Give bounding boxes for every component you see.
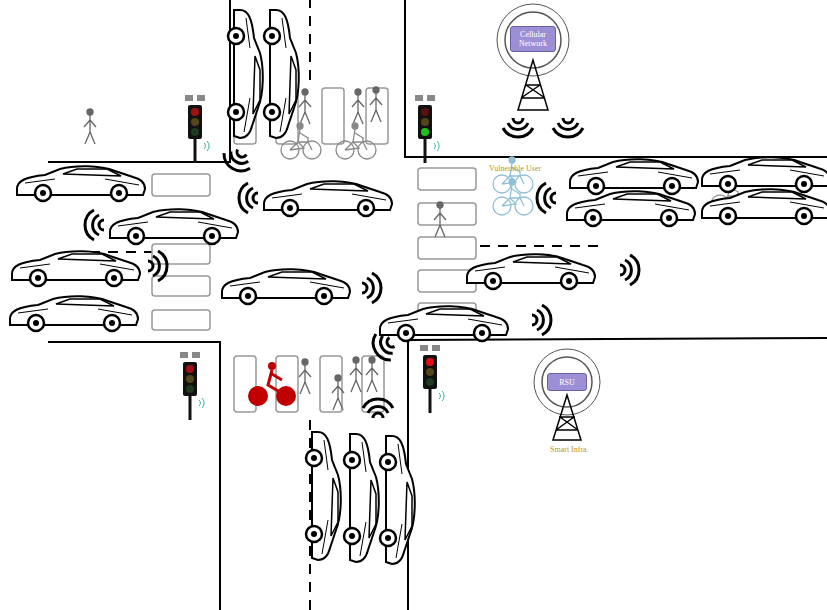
red-cyclist <box>248 362 296 406</box>
signal-wave <box>532 305 551 335</box>
pedestrian <box>370 87 382 122</box>
car <box>12 251 140 286</box>
signal-wave <box>239 183 258 213</box>
signal-wave <box>362 273 381 303</box>
pedestrian <box>366 357 378 392</box>
tower-label-box: Cellular Network <box>510 26 556 52</box>
traffic-light <box>185 95 209 163</box>
pedestrian <box>352 89 364 124</box>
car <box>380 306 508 341</box>
lane-dashes <box>90 0 600 610</box>
traffic-light <box>420 345 444 413</box>
signal-wave <box>368 329 399 364</box>
cellular-tower <box>497 4 569 110</box>
car <box>10 296 138 331</box>
car <box>380 436 415 564</box>
signal-wave <box>148 251 167 281</box>
pedestrian <box>84 109 96 144</box>
scene-label: Vulnerable User <box>489 164 541 173</box>
car <box>702 157 827 192</box>
node-text: Cellular Network <box>512 30 554 48</box>
traffic-light <box>180 352 204 420</box>
car <box>567 191 695 226</box>
car <box>17 166 145 201</box>
car <box>222 269 350 304</box>
car <box>110 209 238 244</box>
vulnerable-cyclist <box>493 157 533 193</box>
signal-wave <box>553 118 583 137</box>
signal-wave <box>503 118 533 137</box>
pedestrian <box>434 202 446 237</box>
car <box>702 189 827 224</box>
car <box>264 10 299 138</box>
scene-label: Smart Infra. <box>550 445 589 454</box>
road-edges <box>48 0 827 610</box>
car <box>306 432 341 560</box>
car <box>344 434 379 562</box>
signal-wave <box>537 183 556 213</box>
crosswalk <box>152 88 476 412</box>
pedestrian <box>350 357 362 392</box>
signal-wave <box>363 399 393 418</box>
car <box>570 159 698 194</box>
car <box>228 10 263 138</box>
cyclist <box>336 123 376 159</box>
signal-wave <box>620 255 639 285</box>
pedestrian <box>332 375 344 410</box>
car <box>467 254 595 289</box>
signal-wave <box>220 145 255 176</box>
vulnerable-cyclist <box>493 179 533 215</box>
traffic-light <box>415 95 439 163</box>
car <box>264 181 392 216</box>
tower-label-box: RSU <box>547 373 587 391</box>
pedestrian <box>299 89 311 124</box>
signal-wave <box>85 210 104 240</box>
node-text: RSU <box>559 378 575 387</box>
pedestrian <box>299 359 311 394</box>
rsu-tower <box>534 349 600 440</box>
